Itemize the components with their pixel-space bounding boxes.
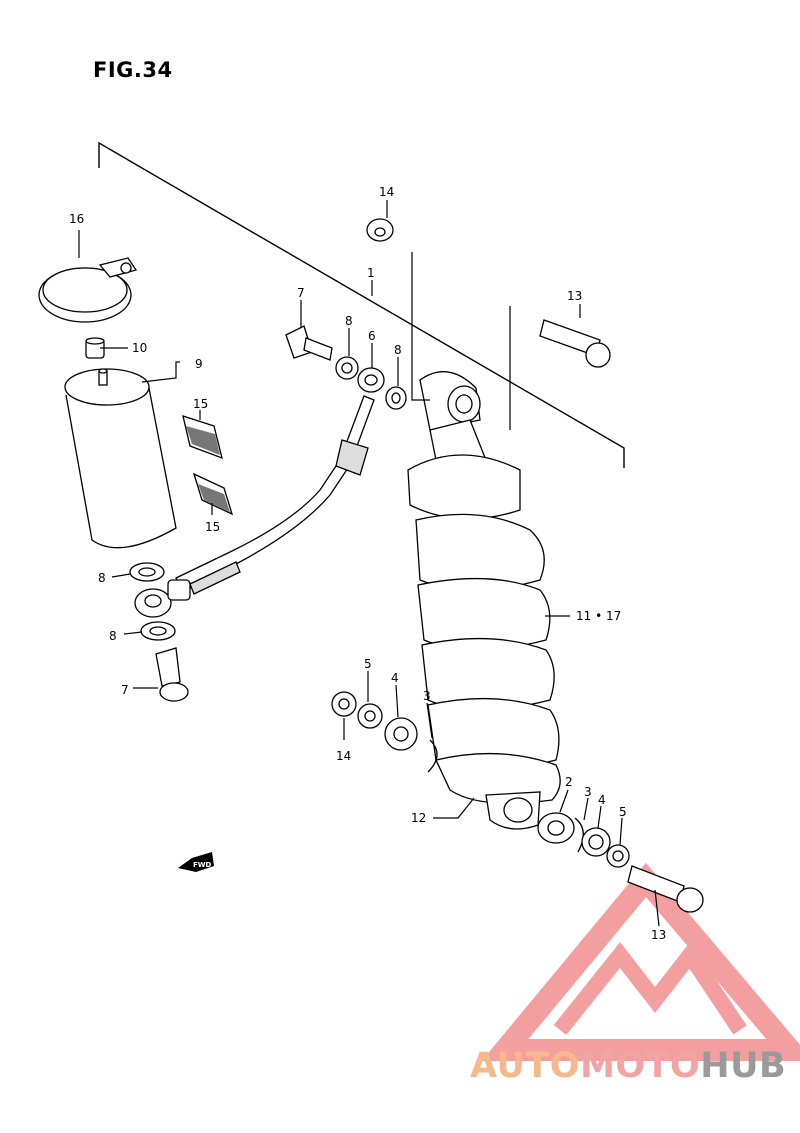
part-label-5b: 5 [619,805,627,819]
hose-clamp [38,257,138,323]
reservoir-label-sticker [182,415,234,516]
figure-title: FIG.34 [93,58,173,82]
part-label-8a: 8 [345,314,353,328]
part-label-13a: 13 [567,289,582,303]
lower-banjo-fitting [134,579,191,618]
top-nut [366,218,394,242]
part-label-16: 16 [69,212,84,226]
part-label-12: 12 [411,811,426,825]
part-label-15a: 15 [193,397,208,411]
part-label-8b: 8 [394,343,402,357]
part-label-5a: 5 [364,657,372,671]
lower-mount-bushing [537,812,630,868]
part-label-14a: 14 [379,185,394,199]
watermark-moto: MOTO [580,1046,701,1086]
part-label-15b: 15 [205,520,220,534]
gas-reservoir [64,368,177,549]
part-labels: 1 2 3 3 4 4 5 5 6 7 7 8 8 8 8 9 10 11 • … [69,185,666,942]
reservoir-cap [85,337,105,359]
watermark-text: AUTOMOTOHUB [470,1046,786,1086]
shock-absorber [407,371,561,830]
part-label-6: 6 [368,329,376,343]
part-label-4a: 4 [391,671,399,685]
part-label-9: 9 [195,357,203,371]
part-label-3b: 3 [584,785,592,799]
part-label-3a: 3 [423,689,431,703]
watermark-logo [481,862,800,1061]
left-mount-hardware [331,691,438,773]
part-label-10: 10 [132,341,147,355]
washer [129,356,407,641]
watermark-hub: HUB [700,1046,787,1086]
fwd-arrow-icon: FWD [178,852,214,872]
part-label-7a: 7 [297,286,305,300]
part-label-8c: 8 [98,571,106,585]
part-label-11-17: 11 • 17 [576,609,621,623]
part-label-13b: 13 [651,928,666,942]
part-label-8d: 8 [109,629,117,643]
part-label-2: 2 [565,775,573,789]
assembly-bracket [98,141,625,468]
mount-bolt [539,319,704,913]
part-label-14b: 14 [336,749,351,763]
part-label-1: 1 [367,266,375,280]
fwd-text: FWD [193,861,212,869]
reservoir-hose [175,395,375,595]
banjo-fitting [357,367,385,393]
watermark-auto: AUTO [470,1046,581,1086]
part-label-7b: 7 [121,683,129,697]
leader-lines [78,200,660,927]
banjo-bolt [155,325,333,702]
part-label-4b: 4 [598,793,606,807]
